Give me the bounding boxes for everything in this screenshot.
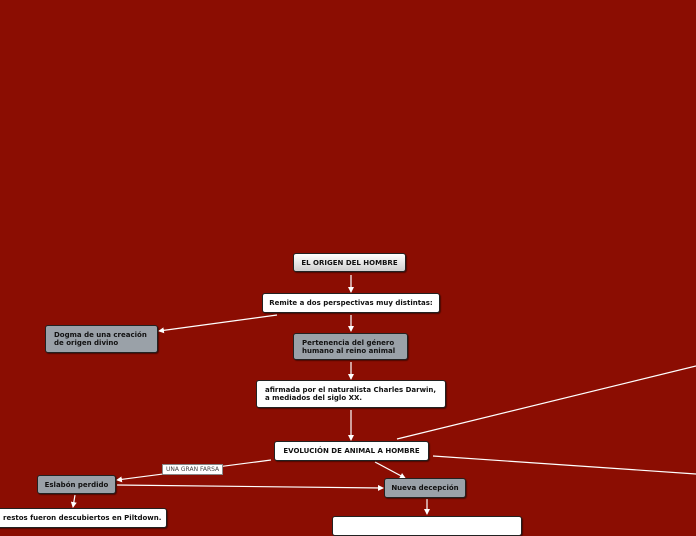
node-evolution[interactable]: EVOLUCIÓN DE ANIMAL A HOMBRE [274,441,429,461]
node-two-perspectives-label: Remite a dos perspectivas muy distintas: [269,299,433,307]
connector-missing-link-deception [116,484,384,491]
node-piltdown-label: restos fueron descubiertos en Piltdown. [3,514,162,522]
node-piltdown[interactable]: restos fueron descubiertos en Piltdown. [0,508,167,528]
node-new-deception[interactable]: Nueva decepción [384,478,466,498]
connector-perspectives-dogma [158,314,278,334]
connector-missing-link-piltdown [70,494,77,508]
node-dogma[interactable]: Dogma de una creación de origen divino [45,325,158,353]
connector-evolution-deception [374,461,406,479]
node-new-deception-label: Nueva decepción [391,484,459,492]
connector-evolution-offscreen-upper [396,365,696,440]
node-origin[interactable]: EL ORIGEN DEL HOMBRE [293,253,406,272]
node-dogma-label: Dogma de una creación de origen divino [54,331,147,347]
node-bottom-partial[interactable] [332,516,522,536]
node-missing-link-label: Eslabón perdido [44,480,109,489]
node-missing-link[interactable]: Eslabón perdido [37,475,116,494]
node-belonging-label: Pertenencia del género humano al reino a… [302,338,396,355]
edge-label-farce-text: UNA GRAN FARSA [166,466,220,473]
node-belonging[interactable]: Pertenencia del género humano al reino a… [293,333,408,360]
node-darwin-label: afirmada por el naturalista Charles Darw… [265,386,437,402]
edge-label-farce: UNA GRAN FARSA [162,464,224,475]
node-darwin[interactable]: afirmada por el naturalista Charles Darw… [256,380,446,408]
node-evolution-label: EVOLUCIÓN DE ANIMAL A HOMBRE [283,447,420,455]
node-origin-label: EL ORIGEN DEL HOMBRE [301,258,398,267]
connector-evolution-offscreen-lower [432,455,696,475]
node-two-perspectives[interactable]: Remite a dos perspectivas muy distintas: [262,293,440,313]
